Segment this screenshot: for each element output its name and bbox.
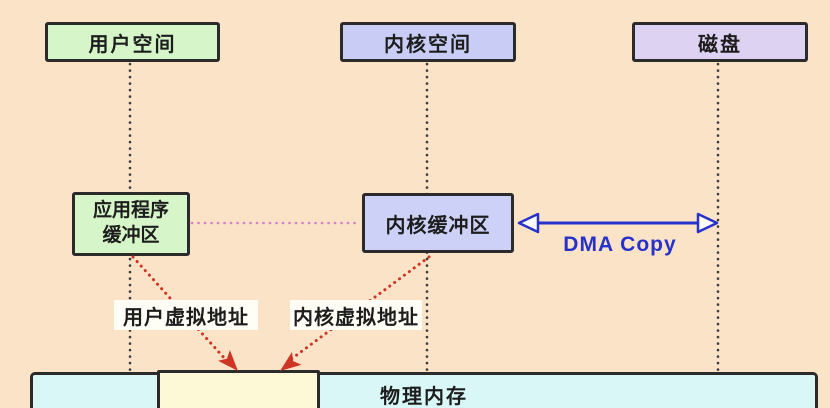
dma-copy-text: DMA Copy	[563, 233, 677, 256]
application-buffer-box: 应用程序 缓冲区	[72, 192, 190, 256]
dma-copy-label: DMA Copy	[540, 233, 700, 257]
kernel-virtual-address-text: 内核虚拟地址	[293, 306, 419, 329]
user-space-box: 用户空间	[45, 22, 220, 62]
user-virtual-address-text: 用户虚拟地址	[123, 306, 249, 329]
kernel-space-box: 内核空间	[340, 22, 516, 62]
dma-copy-double-arrow-icon	[517, 212, 719, 234]
kernel-buffer-box: 内核缓冲区	[362, 193, 514, 253]
user-virtual-address-label: 用户虚拟地址	[114, 300, 258, 330]
physical-memory-box: 物理内存	[30, 372, 818, 408]
kernel-space-label: 内核空间	[384, 33, 472, 56]
user-space-label: 用户空间	[88, 33, 177, 56]
kernel-virtual-address-label: 内核虚拟地址	[290, 300, 422, 330]
kernel-buffer-label: 内核缓冲区	[385, 214, 491, 237]
physical-memory-label: 物理内存	[380, 386, 468, 408]
disk-box: 磁盘	[632, 22, 808, 62]
mapped-memory-region-box	[157, 370, 320, 408]
application-buffer-label: 应用程序 缓冲区	[92, 200, 169, 246]
disk-label: 磁盘	[698, 33, 742, 56]
